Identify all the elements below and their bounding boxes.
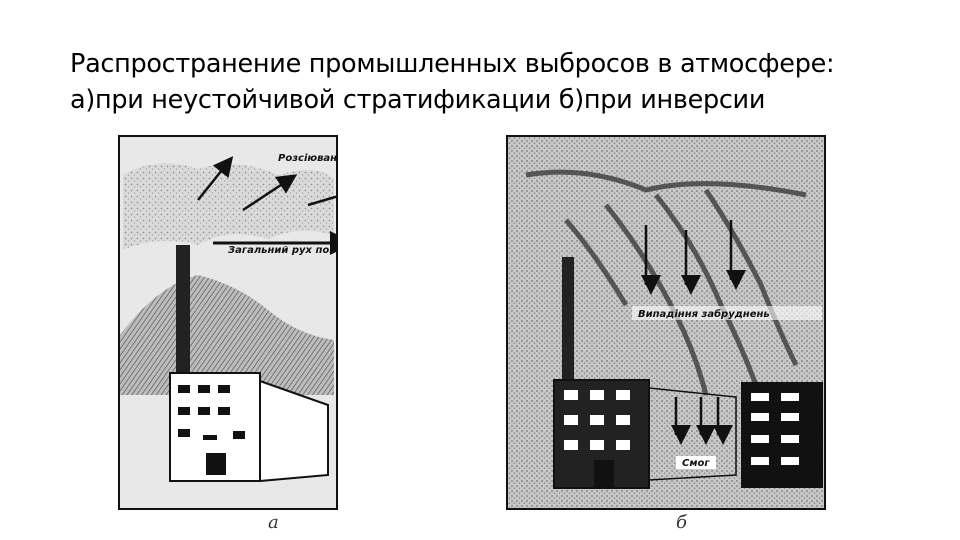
smog-region: [648, 387, 737, 481]
label-pollutant-deposition: Випадіння забруднень: [638, 308, 770, 320]
chimney: [176, 245, 190, 375]
factory-door: [594, 460, 614, 488]
caption-a: а: [268, 512, 279, 533]
label-air-movement: Загальний рух повітря: [228, 245, 338, 256]
diagram-inversion: Випадіння забруднень Смог: [506, 135, 826, 510]
slide-title: Распространение промышленных выбросов в …: [70, 46, 930, 118]
chimney: [562, 257, 574, 382]
dispersion-arrow-1: [197, 156, 234, 201]
caption-b: б: [676, 512, 687, 533]
label-smog: Смог: [682, 458, 710, 469]
smoke-plume: [120, 275, 334, 395]
factory-wing: [259, 379, 329, 483]
title-line-1: Распространение промышленных выбросов в …: [70, 49, 835, 79]
label-smog-dispersion: Розсіювання смогу: [278, 153, 338, 164]
residential-windows: [751, 393, 799, 465]
dispersion-arrow-3: [307, 194, 338, 207]
deposition-label-bg: [632, 306, 822, 320]
smog-label-bg: [676, 456, 716, 469]
dispersion-arrow-2: [242, 174, 298, 212]
factory-windows: [178, 385, 245, 475]
diagram-unstable-stratification: Розсіювання смогу Загальний рух повітря: [118, 135, 338, 510]
title-line-2: а)при неустойчивой стратификации б)при и…: [70, 85, 766, 115]
factory-windows: [564, 390, 630, 450]
